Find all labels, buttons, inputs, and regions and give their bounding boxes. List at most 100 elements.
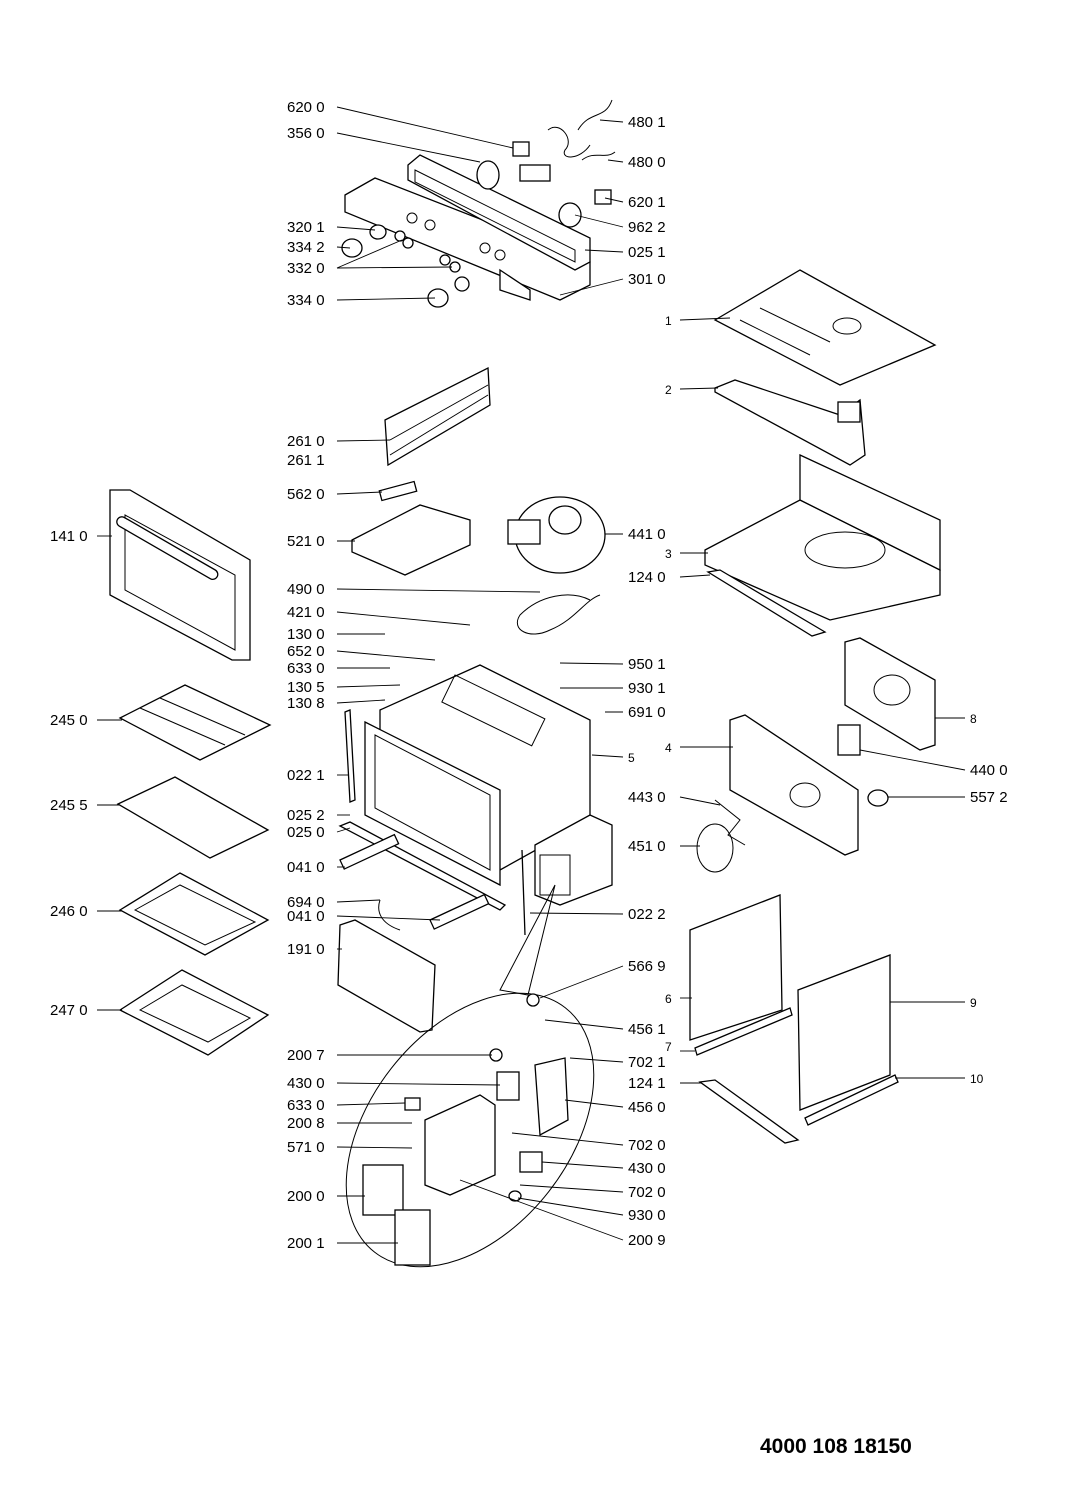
detail-callout bbox=[345, 884, 595, 1268]
side-trim-left bbox=[344, 709, 356, 803]
part-label: 443 0 bbox=[628, 789, 666, 806]
front-rail bbox=[706, 569, 827, 637]
baking-tray bbox=[118, 872, 270, 956]
top-cover bbox=[713, 269, 937, 386]
part-label: 633 0 bbox=[287, 660, 325, 677]
side-panel-left bbox=[689, 894, 783, 1041]
part-label: 041 0 bbox=[287, 908, 325, 925]
part-label: 245 5 bbox=[50, 797, 88, 814]
part-label: 320 1 bbox=[287, 219, 325, 236]
part-labels: 620 0 356 0 480 1 480 0 620 1 320 1 962 … bbox=[50, 99, 1008, 1252]
part-label: 301 0 bbox=[628, 271, 666, 288]
part-label: 200 0 bbox=[287, 1188, 325, 1205]
oven-door bbox=[109, 489, 251, 661]
side-rack bbox=[384, 366, 491, 467]
part-label: 356 0 bbox=[287, 125, 325, 142]
part-label: 130 8 bbox=[287, 695, 325, 712]
back-panel bbox=[729, 714, 859, 856]
part-label: 332 0 bbox=[287, 260, 325, 277]
part-label: 200 9 bbox=[628, 1232, 666, 1249]
part-label: 702 0 bbox=[628, 1184, 666, 1201]
fan-motor bbox=[837, 724, 861, 756]
part-label: 025 2 bbox=[287, 807, 325, 824]
part-label: 130 0 bbox=[287, 626, 325, 643]
part-label: 441 0 bbox=[628, 526, 666, 543]
top-plate bbox=[704, 453, 941, 621]
part-label: 440 0 bbox=[970, 762, 1008, 779]
part-label: 2 bbox=[665, 383, 672, 397]
part-label: 10 bbox=[970, 1072, 984, 1086]
part-label: 9 bbox=[970, 996, 977, 1010]
part-label: 694 0 bbox=[287, 894, 325, 911]
part-label: 702 0 bbox=[628, 1137, 666, 1154]
part-label: 490 0 bbox=[287, 581, 325, 598]
control-knobs bbox=[341, 99, 616, 308]
part-label: 130 5 bbox=[287, 679, 325, 696]
part-label: 430 0 bbox=[628, 1160, 666, 1177]
part-label: 245 0 bbox=[50, 712, 88, 729]
part-label: 571 0 bbox=[287, 1139, 325, 1156]
part-label: 4 bbox=[665, 741, 672, 755]
part-label: 480 0 bbox=[628, 154, 666, 171]
part-label: 1 bbox=[665, 314, 672, 328]
part-label: 041 0 bbox=[287, 859, 325, 876]
part-label: 521 0 bbox=[287, 533, 325, 550]
part-label: 930 0 bbox=[628, 1207, 666, 1224]
oven-cavity bbox=[364, 664, 591, 887]
wire-shelf bbox=[118, 684, 272, 761]
fuse bbox=[378, 480, 418, 502]
part-label: 025 0 bbox=[287, 824, 325, 841]
convection-fan bbox=[696, 799, 746, 873]
part-label: 141 0 bbox=[50, 528, 88, 545]
control-panel bbox=[344, 154, 591, 301]
part-label: 566 9 bbox=[628, 958, 666, 975]
part-label: 691 0 bbox=[628, 704, 666, 721]
part-label: 8 bbox=[970, 712, 977, 726]
heater-box bbox=[521, 814, 613, 936]
part-label: 124 0 bbox=[628, 569, 666, 586]
bottom-rail-7 bbox=[694, 1007, 793, 1056]
part-label: 962 2 bbox=[628, 219, 666, 236]
part-label: 620 0 bbox=[287, 99, 325, 116]
part-label: 200 1 bbox=[287, 1235, 325, 1252]
part-label: 430 0 bbox=[287, 1075, 325, 1092]
part-label: 6 bbox=[665, 992, 672, 1006]
part-label: 261 0 bbox=[287, 433, 325, 450]
part-label: 456 1 bbox=[628, 1021, 666, 1038]
part-label: 5 bbox=[628, 751, 635, 765]
part-label: 930 1 bbox=[628, 680, 666, 697]
part-label: 334 0 bbox=[287, 292, 325, 309]
part-label: 124 1 bbox=[628, 1075, 666, 1092]
part-label: 200 7 bbox=[287, 1047, 325, 1064]
rear-fan-cover bbox=[844, 637, 936, 751]
part-label: 022 1 bbox=[287, 767, 325, 784]
part-label: 480 1 bbox=[628, 114, 666, 131]
part-label: 652 0 bbox=[287, 643, 325, 660]
part-label: 633 0 bbox=[287, 1097, 325, 1114]
thermostat bbox=[867, 789, 889, 807]
part-label: 557 2 bbox=[970, 789, 1008, 806]
part-label: 247 0 bbox=[50, 1002, 88, 1019]
bottom-rail-10 bbox=[804, 1074, 899, 1126]
part-label: 022 2 bbox=[628, 906, 666, 923]
glass-tray bbox=[116, 776, 270, 859]
part-label: 025 1 bbox=[628, 244, 666, 261]
air-duct bbox=[714, 379, 866, 466]
power-cable bbox=[517, 594, 601, 635]
side-panel-right bbox=[797, 954, 891, 1111]
part-label: 950 1 bbox=[628, 656, 666, 673]
control-board bbox=[351, 504, 471, 576]
part-label: 421 0 bbox=[287, 604, 325, 621]
part-label: 7 bbox=[665, 1040, 672, 1054]
part-label: 562 0 bbox=[287, 486, 325, 503]
lamp-parts bbox=[339, 833, 490, 931]
part-label: 451 0 bbox=[628, 838, 666, 855]
part-label: 261 1 bbox=[287, 452, 325, 469]
part-label: 246 0 bbox=[50, 903, 88, 920]
inner-door-glass bbox=[337, 919, 436, 1033]
part-label: 456 0 bbox=[628, 1099, 666, 1116]
part-label: 620 1 bbox=[628, 194, 666, 211]
bottom-rail-124-1 bbox=[698, 1079, 800, 1144]
leader-lines bbox=[97, 106, 966, 1244]
deep-tray bbox=[118, 969, 270, 1056]
